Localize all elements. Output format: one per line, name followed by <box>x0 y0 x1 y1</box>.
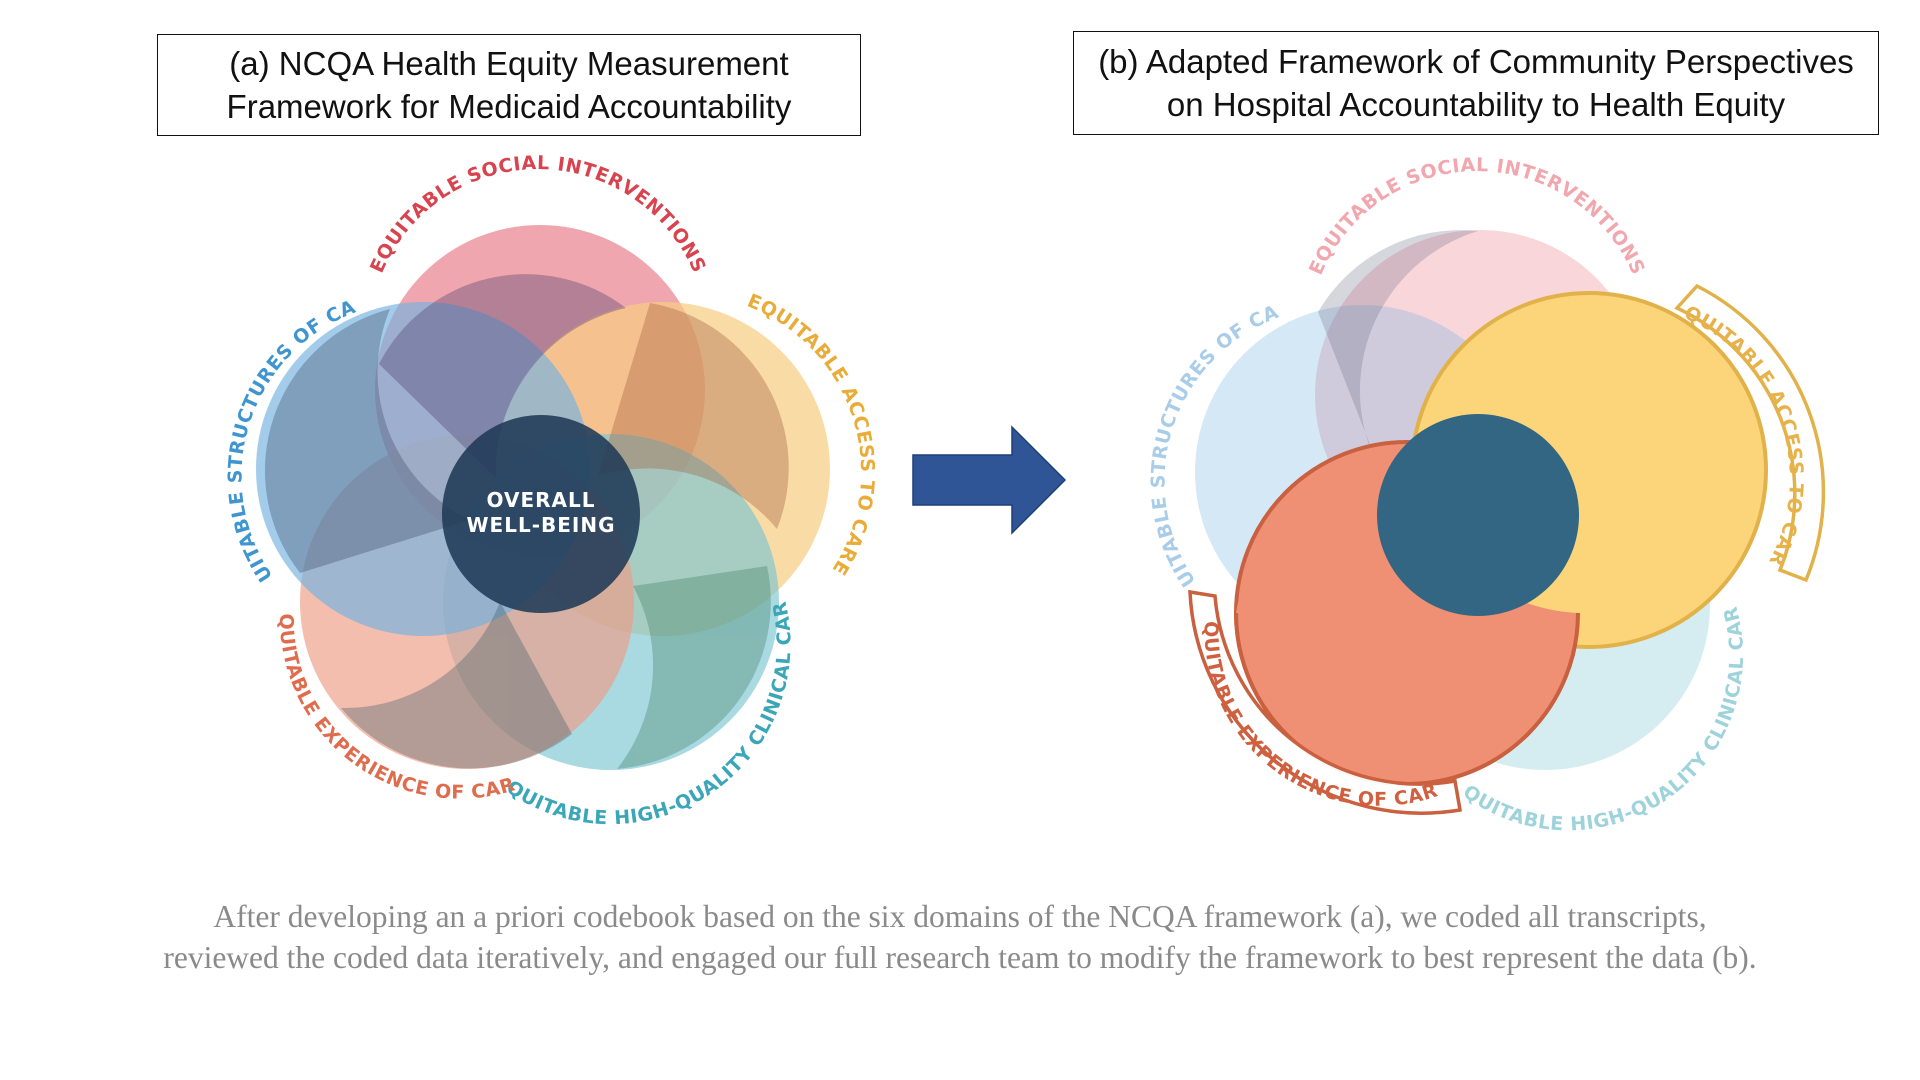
panel-b-title-line2: on Hospital Accountability to Health Equ… <box>1166 86 1786 123</box>
experience-front-portion <box>1236 469 1578 784</box>
experience-label-bracket <box>1188 589 1463 815</box>
panel-a-title: (a) NCQA Health Equity Measurement Frame… <box>157 34 861 136</box>
panel-a-title-line1: (a) NCQA Health Equity Measurement <box>229 45 789 82</box>
center-label-overall: OVERALL <box>487 488 596 512</box>
panel-b-title-line1: (b) Adapted Framework of Community Persp… <box>1098 43 1854 80</box>
figure-caption: After developing an a priori codebook ba… <box>0 896 1920 978</box>
panel-a-overlap-tints <box>264 274 789 769</box>
center-label-well-being: WELL-BEING <box>466 513 615 537</box>
caption-line1: After developing an a priori codebook ba… <box>213 899 1707 934</box>
overall-well-being-circle <box>442 415 640 613</box>
svg-text:OVERALL: OVERALL <box>487 488 596 512</box>
faded-overlap <box>1318 230 1478 470</box>
caption-line2: reviewed the coded data iteratively, and… <box>163 940 1757 975</box>
panel-a-title-line2: Framework for Medicaid Accountability <box>226 88 792 125</box>
access-label-bracket <box>1674 283 1826 583</box>
center-circle-b <box>1377 414 1579 616</box>
panel-a-diagram: OVERALL WELL-BEING EQUITABLE SOCIAL INTE… <box>0 0 878 829</box>
svg-text:WELL-BEING: WELL-BEING <box>466 513 615 537</box>
right-arrow-icon <box>912 425 1067 535</box>
panel-b-title: (b) Adapted Framework of Community Persp… <box>1073 31 1879 135</box>
